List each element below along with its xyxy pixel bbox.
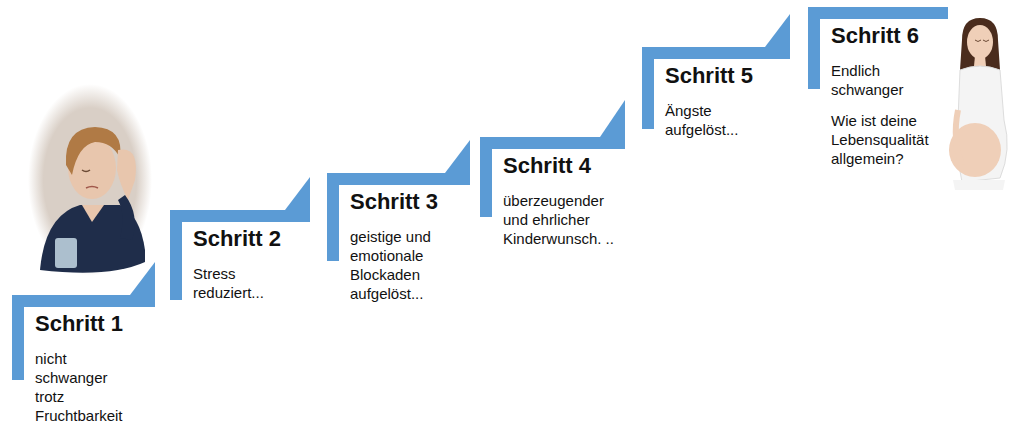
step-text: Wie ist deine Lebensqualität allgemein? bbox=[831, 111, 949, 168]
step-text: Ängste aufgelöst... bbox=[665, 101, 760, 139]
step-heading: Schritt 2 bbox=[193, 225, 316, 252]
stair-step: Schritt 4 überzeugender und ehrlicher Kin… bbox=[480, 137, 631, 252]
step-text: geistige und emotionale Blockaden aufgel… bbox=[350, 227, 462, 303]
stair-step: Schritt 1 nicht schwanger trotz Fruchtbar… bbox=[12, 295, 161, 429]
step-heading: Schritt 4 bbox=[503, 152, 631, 179]
step-heading: Schritt 6 bbox=[831, 22, 955, 49]
stressed-woman-photo bbox=[28, 84, 152, 276]
step-triangle bbox=[130, 14, 790, 295]
step-heading: Schritt 1 bbox=[35, 310, 161, 337]
step-text: Endlich schwanger bbox=[831, 61, 916, 99]
stair-step: Schritt 2 Stress reduziert... bbox=[170, 210, 316, 306]
stair-step: Schritt 5 Ängste aufgelöst... bbox=[642, 47, 796, 143]
step-text: Stress reduziert... bbox=[193, 264, 293, 302]
step-text: nicht schwanger trotz Fruchtbarkeit bbox=[35, 349, 135, 425]
stair-step: Schritt 3 geistige und emotionale Blockad… bbox=[327, 173, 476, 307]
pregnant-woman-photo bbox=[949, 18, 1007, 190]
step-bracket-shape bbox=[12, 295, 155, 380]
step-text: überzeugender und ehrlicher Kinderwunsch… bbox=[503, 191, 625, 248]
stair-step: Schritt 6 Endlich schwangerWie ist deine … bbox=[808, 7, 955, 172]
step-heading: Schritt 3 bbox=[350, 188, 476, 215]
step-heading: Schritt 5 bbox=[665, 62, 796, 89]
